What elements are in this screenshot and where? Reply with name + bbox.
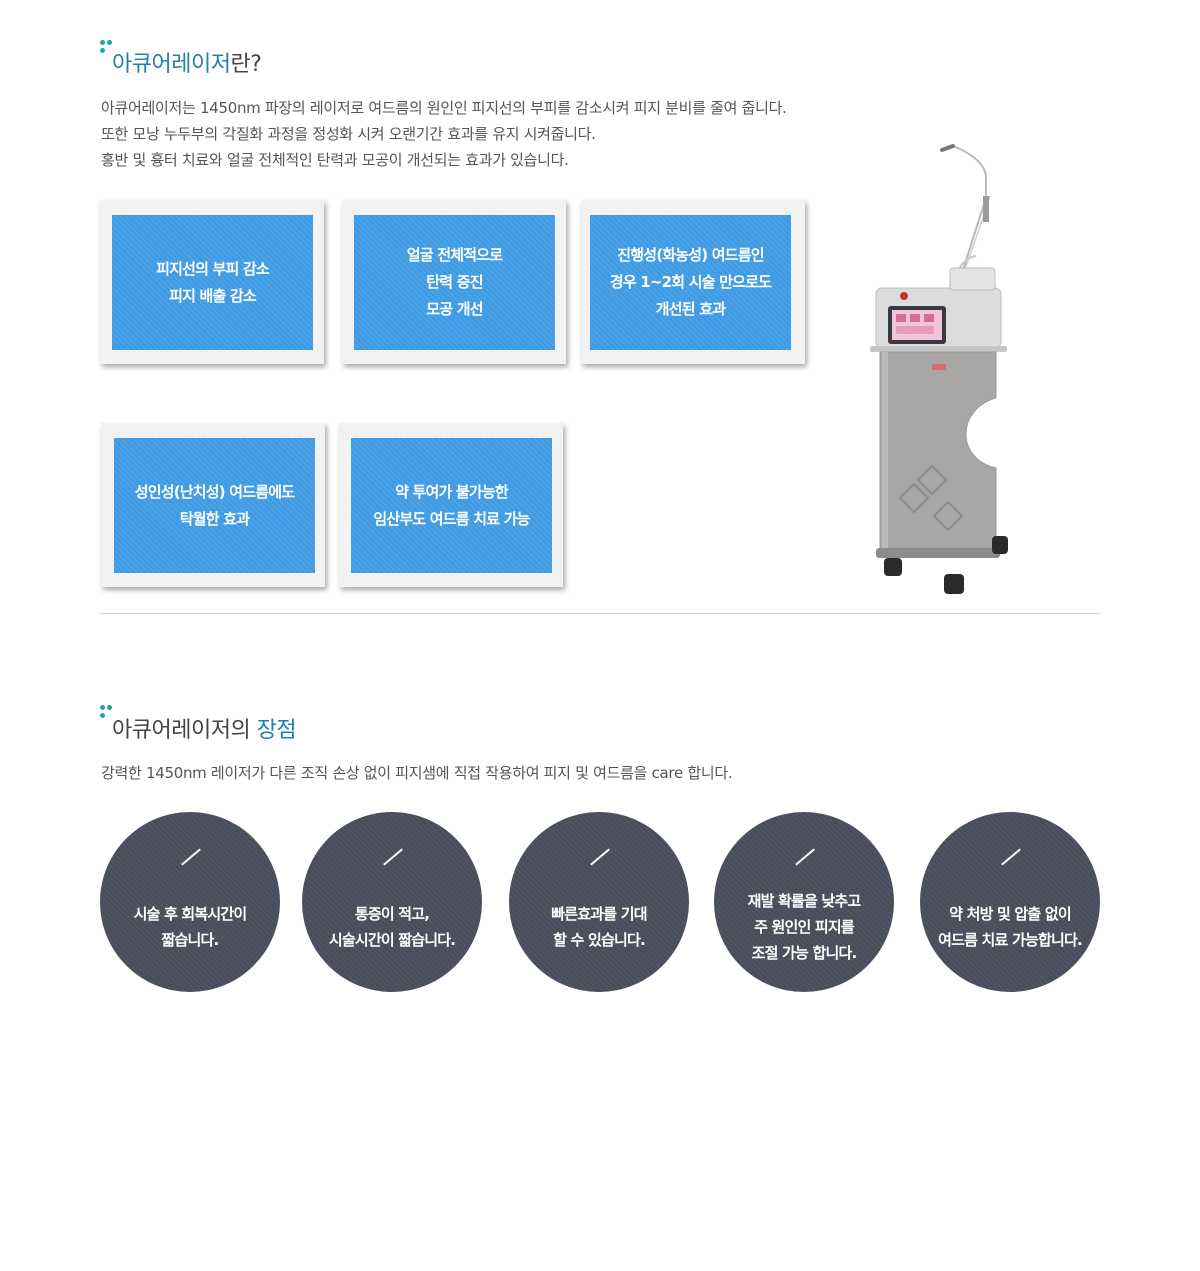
- heading-dots-icon: [100, 705, 116, 719]
- feature-card: 약 투여가 불가능한 임산부도 여드름 치료 가능: [339, 423, 563, 587]
- section2-title: 아큐어레이저의 장점: [112, 712, 297, 744]
- feature-card: 얼굴 전체적으로 탄력 증진 모공 개선: [342, 200, 566, 364]
- advantage-text: 약 처방 및 압출 없이 여드름 치료 가능합니다.: [938, 905, 1083, 949]
- feature-card: 피지선의 부피 감소 피지 배출 감소: [100, 200, 324, 364]
- advantage-text: 재발 확률을 낮추고 주 원인인 피지를 조절 가능 합니다.: [747, 892, 862, 962]
- slash-icon: [181, 848, 201, 866]
- description-line: 홍반 및 흉터 치료와 얼굴 전체적인 탄력과 모공이 개선되는 효과가 있습니…: [101, 151, 569, 169]
- slash-icon: [383, 848, 403, 866]
- section1-title: 아큐어레이저란?: [112, 46, 262, 78]
- section1-title-suffix: 란?: [230, 52, 262, 77]
- section2-title-main: 아큐어레이저의: [112, 718, 257, 743]
- advantage-text: 통증이 적고, 시술시간이 짧습니다.: [328, 905, 456, 949]
- feature-card: 진행성(화농성) 여드름인 경우 1~2회 시술 만으로도 개선된 효과: [581, 200, 805, 364]
- feature-card-text: 피지선의 부피 감소 피지 배출 감소: [156, 259, 270, 305]
- slash-icon: [795, 848, 815, 866]
- advantage-circle: 재발 확률을 낮추고 주 원인인 피지를 조절 가능 합니다.: [714, 812, 894, 992]
- section1-title-main: 아큐어레이저: [112, 52, 231, 77]
- section1-description: 아큐어레이저는 1450nm 파장의 레이저로 여드름의 원인인 피지선의 부피…: [101, 95, 787, 173]
- section2-title-highlight: 장점: [256, 718, 297, 743]
- advantage-circle: 빠른효과를 기대 할 수 있습니다.: [509, 812, 689, 992]
- advantage-text: 시술 후 회복시간이 짧습니다.: [133, 905, 248, 949]
- slash-icon: [1001, 848, 1021, 866]
- advantage-circle: 시술 후 회복시간이 짧습니다.: [100, 812, 280, 992]
- laser-device-image: [870, 144, 1008, 594]
- description-line: 또한 모낭 누두부의 각질화 과정을 정성화 시켜 오랜기간 효과를 유지 시켜…: [101, 125, 596, 143]
- feature-card-text: 진행성(화농성) 여드름인 경우 1~2회 시술 만으로도 개선된 효과: [609, 246, 772, 318]
- heading-dots-icon: [100, 40, 116, 54]
- section-divider: [100, 613, 1100, 614]
- feature-card-text: 약 투여가 불가능한 임산부도 여드름 치료 가능: [373, 482, 530, 528]
- section2-description: 강력한 1450nm 레이저가 다른 조직 손상 없이 피지샘에 직접 작용하여…: [101, 764, 733, 782]
- advantage-text: 빠른효과를 기대 할 수 있습니다.: [551, 905, 647, 949]
- feature-card-text: 얼굴 전체적으로 탄력 증진 모공 개선: [406, 246, 503, 318]
- advantage-circle: 약 처방 및 압출 없이 여드름 치료 가능합니다.: [920, 812, 1100, 992]
- slash-icon: [590, 848, 610, 866]
- advantage-circle: 통증이 적고, 시술시간이 짧습니다.: [302, 812, 482, 992]
- description-line: 아큐어레이저는 1450nm 파장의 레이저로 여드름의 원인인 피지선의 부피…: [101, 99, 787, 117]
- feature-card: 성인성(난치성) 여드름에도 탁월한 효과: [101, 423, 325, 587]
- feature-card-text: 성인성(난치성) 여드름에도 탁월한 효과: [134, 482, 295, 528]
